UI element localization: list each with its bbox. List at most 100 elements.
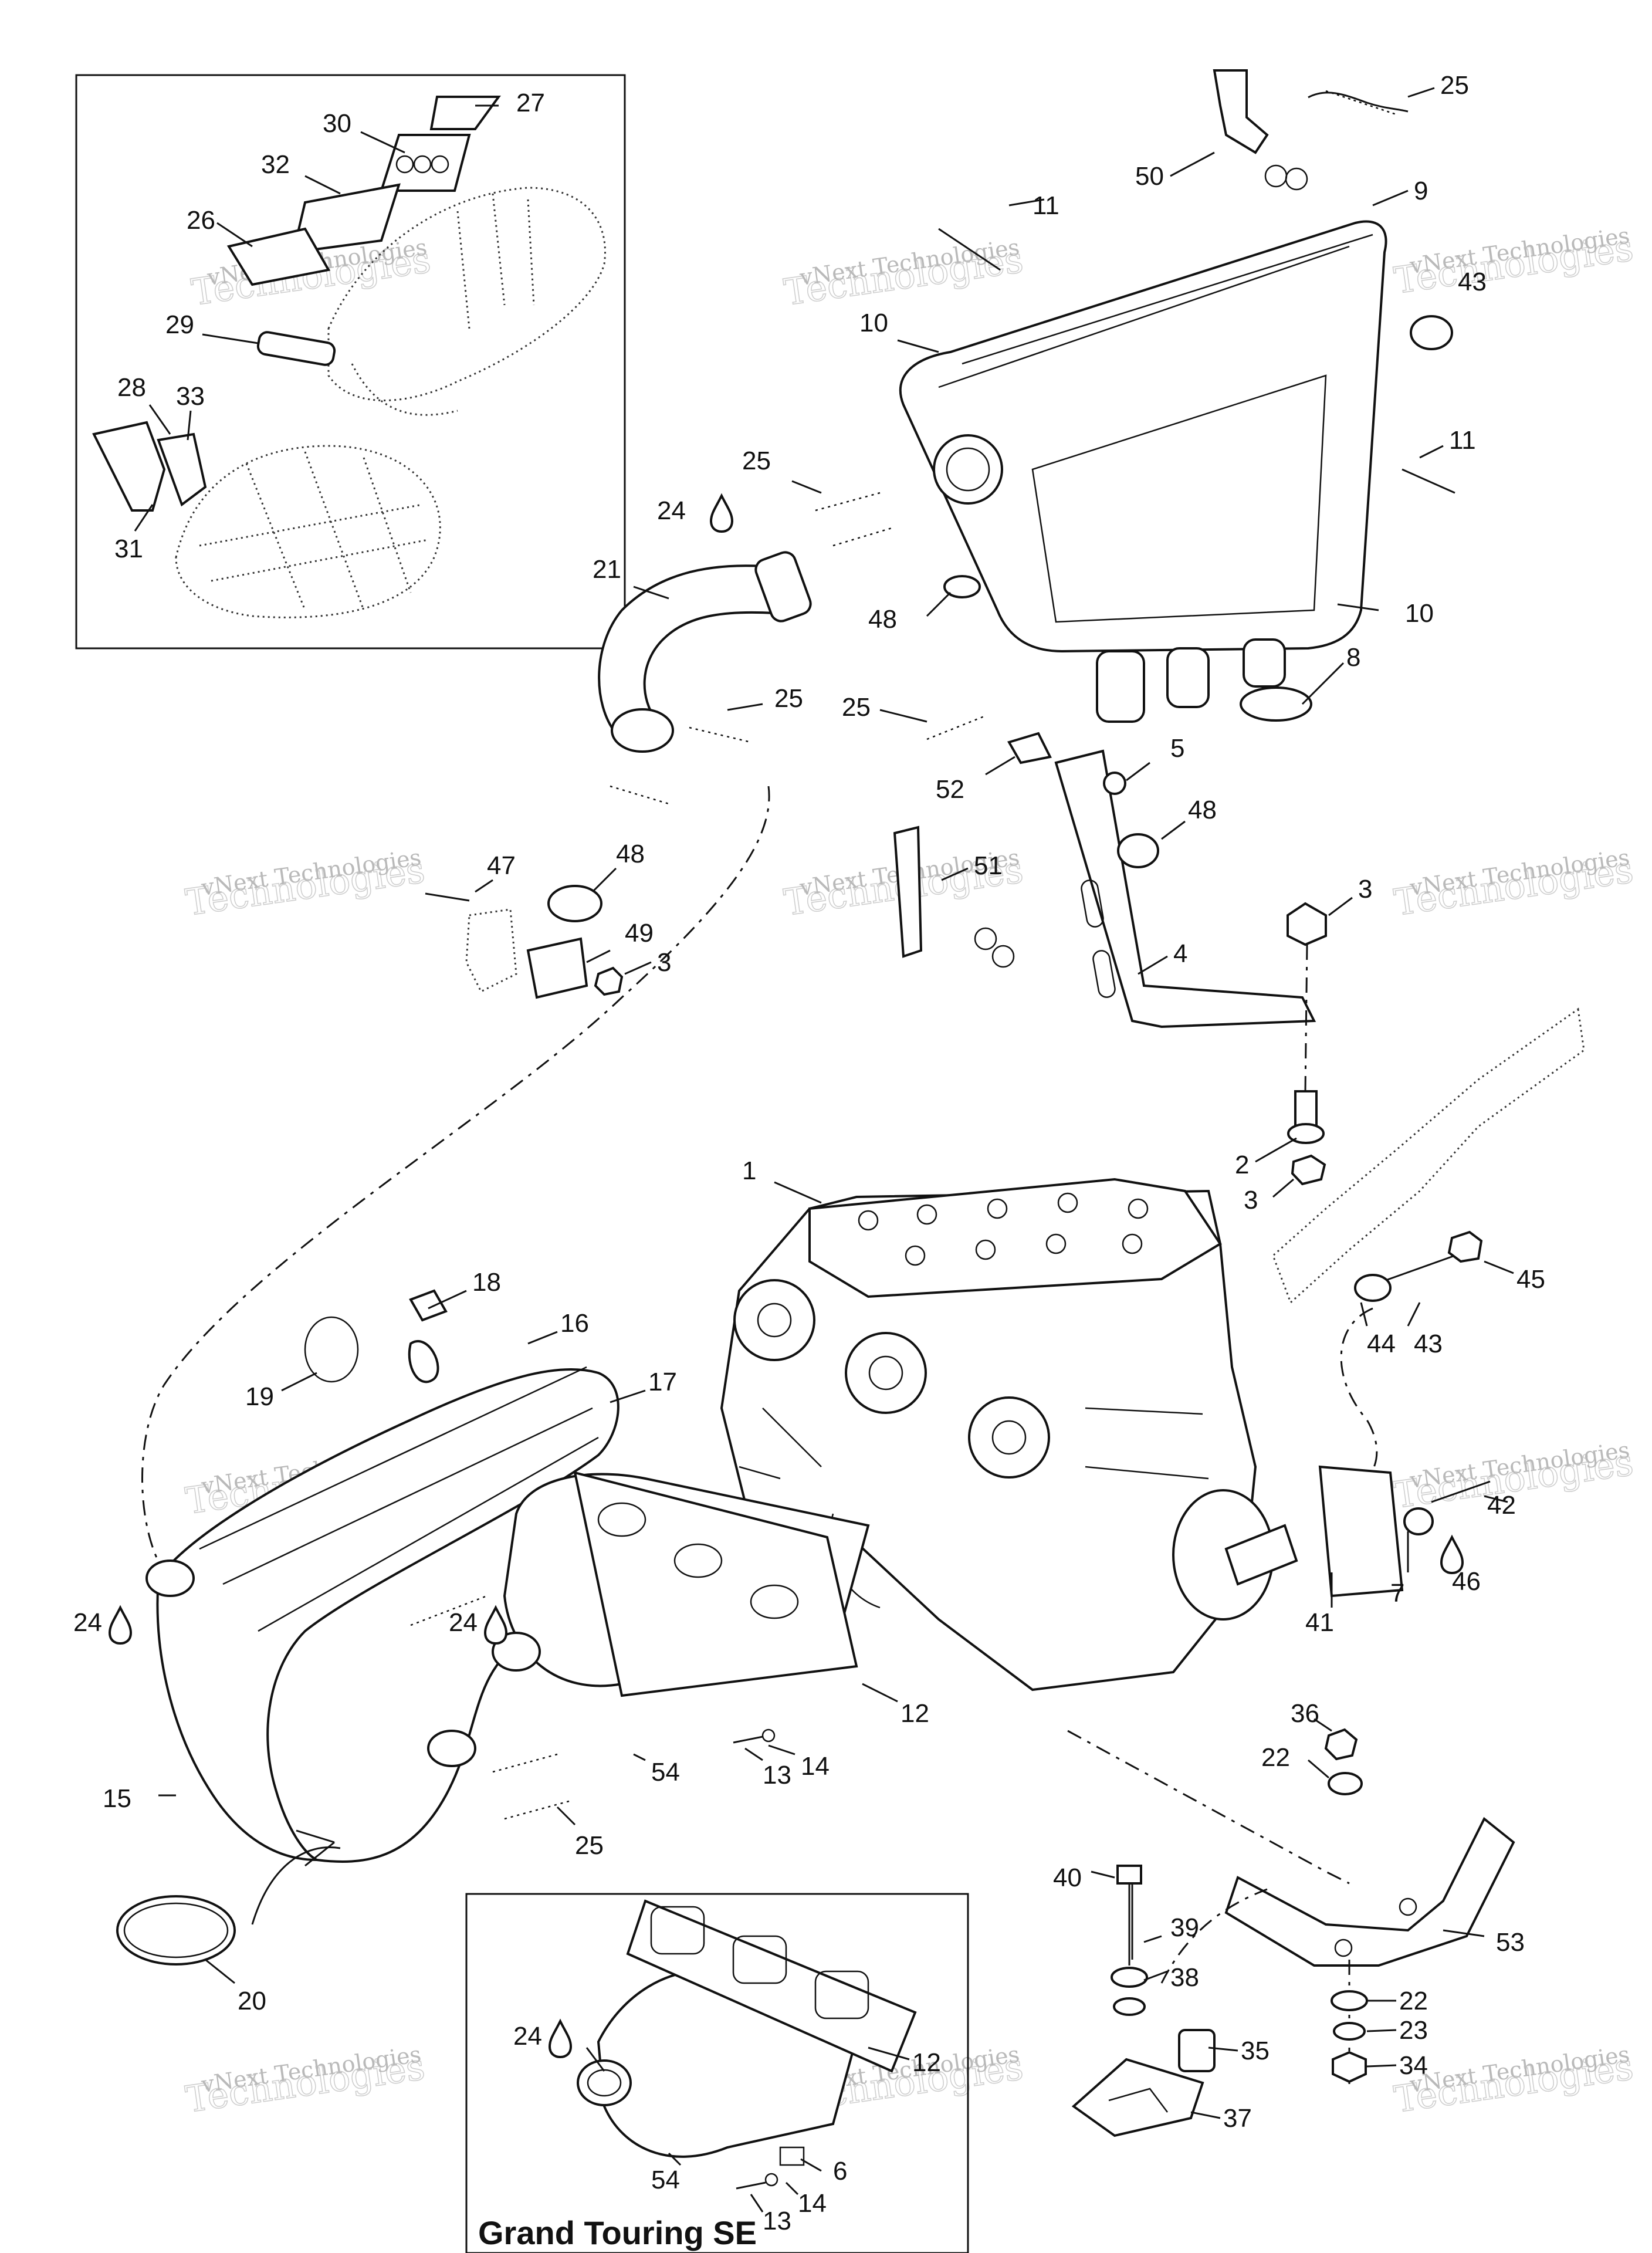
leader-lines [134, 87, 1514, 2213]
bumper-48 [1117, 833, 1159, 868]
tail-pipe-assembly [598, 492, 986, 805]
part-label: 27 [516, 89, 545, 117]
hood-outline [327, 187, 606, 401]
rubber-bumper-43 [1410, 315, 1453, 350]
part-label: 26 [187, 206, 215, 235]
part-label: 44 [1367, 1330, 1396, 1358]
part-label: 12 [901, 1699, 929, 1728]
part-label: 17 [648, 1368, 677, 1396]
manifold-gasket-12-se [626, 1899, 917, 2073]
nut-3 [594, 966, 624, 996]
spring-25 [926, 715, 986, 740]
part-label: 32 [261, 150, 290, 179]
washer-22 [1328, 1772, 1363, 1795]
part-label: 24 [73, 1608, 102, 1637]
part-label: 6 [833, 2157, 847, 2186]
part-label: 3 [657, 948, 671, 977]
part-label: 24 [513, 2022, 542, 2051]
clamp-19 [408, 1340, 439, 1383]
part-label: 10 [859, 309, 888, 337]
cylinder-head [808, 1178, 1222, 1298]
part-label: 29 [165, 310, 194, 339]
washer-14 [761, 1728, 776, 1743]
part-label: 45 [1516, 1265, 1545, 1294]
pipe-joint [427, 1730, 476, 1767]
part-label: 36 [1291, 1699, 1319, 1728]
watermark: Technologies vNext Technologies [182, 844, 428, 925]
bolt-42 [1431, 1480, 1491, 1503]
part-label: 12 [912, 2048, 941, 2077]
part-label: 19 [245, 1382, 274, 1411]
spring-25 [504, 1800, 570, 1820]
manifold-gasket-12 [573, 1471, 858, 1697]
part-label: 48 [616, 840, 645, 868]
heat-shield-26 [226, 227, 331, 286]
pto-shaft [1224, 1524, 1298, 1586]
engine-mount-hardware [1067, 1728, 1515, 2137]
bracket-49 [526, 937, 588, 999]
part-label: 23 [1399, 2016, 1428, 2045]
part-label: 10 [1405, 599, 1434, 628]
bolt-13 [733, 1736, 763, 1744]
part-label: 22 [1399, 1987, 1428, 2015]
part-label: 33 [176, 382, 205, 411]
engine-mount-35 [1178, 2029, 1216, 2072]
part-label: 24 [449, 1608, 478, 1637]
inset-caption: Grand Touring SE [478, 2214, 757, 2251]
part-label: 43 [1414, 1330, 1443, 1358]
part-label: 15 [103, 1784, 131, 1813]
washer-38 [1113, 1997, 1146, 2016]
heat-shield-29 [256, 331, 336, 366]
part-label: 25 [842, 693, 871, 722]
part-label: 18 [472, 1268, 501, 1297]
part-label: 50 [1135, 162, 1164, 191]
clamp-19-ring [304, 1316, 359, 1383]
part-label: 22 [1261, 1743, 1290, 1772]
part-label: 39 [1170, 1913, 1199, 1942]
tuned-pipe-assembly [116, 786, 870, 1966]
bumper-48 [547, 885, 602, 922]
washer-14 [764, 2173, 778, 2187]
nut-34 [1332, 2051, 1367, 2083]
pipe-inlet [145, 1559, 195, 1597]
frame-support-outline [1272, 1007, 1585, 1304]
part-label: 49 [625, 919, 654, 948]
mount-bracket-37 [1071, 2058, 1204, 2137]
bracket-50 [1213, 69, 1269, 154]
part-label: 11 [1449, 426, 1476, 455]
inset-frame [75, 74, 626, 649]
part-label: 54 [651, 2166, 680, 2194]
spring-25 [492, 1753, 558, 1773]
bracket-6 [779, 2146, 805, 2166]
part-label: 41 [1305, 1608, 1334, 1637]
grand-touring-se-inset: Grand Touring SE [465, 1893, 969, 2253]
plate-41 [1318, 1465, 1404, 1598]
inset-frame [465, 1893, 969, 2253]
grommet-8 [1240, 686, 1312, 722]
part-label: 30 [323, 109, 351, 138]
part-label: 5 [1170, 734, 1184, 763]
nut-3 [1287, 902, 1327, 946]
spring-25 [410, 1595, 488, 1626]
muffler-outlet [1096, 650, 1145, 723]
washer-7 [1403, 1507, 1434, 1535]
lubricant-symbols [108, 493, 1464, 2059]
nut-45 [1447, 1230, 1483, 1263]
spring-25 [832, 527, 892, 547]
part-label: 24 [657, 496, 686, 525]
part-label: 21 [593, 555, 621, 584]
part-label: 54 [651, 1758, 680, 1787]
part-label: 48 [1188, 796, 1217, 824]
washer-22 [1331, 1990, 1368, 2011]
bolt-40 [1116, 1865, 1142, 1885]
part-label: 51 [974, 851, 1003, 880]
lubricant-drop-icon [108, 1605, 133, 1645]
bracket-53 [1224, 1816, 1515, 1967]
part-label: 16 [560, 1309, 589, 1338]
spring-25 [689, 726, 751, 743]
bushing-44 [1354, 1274, 1392, 1302]
part-label: 1 [742, 1156, 756, 1185]
mount-2 [1294, 1090, 1318, 1128]
engine-support-bracket [1272, 1007, 1585, 1598]
